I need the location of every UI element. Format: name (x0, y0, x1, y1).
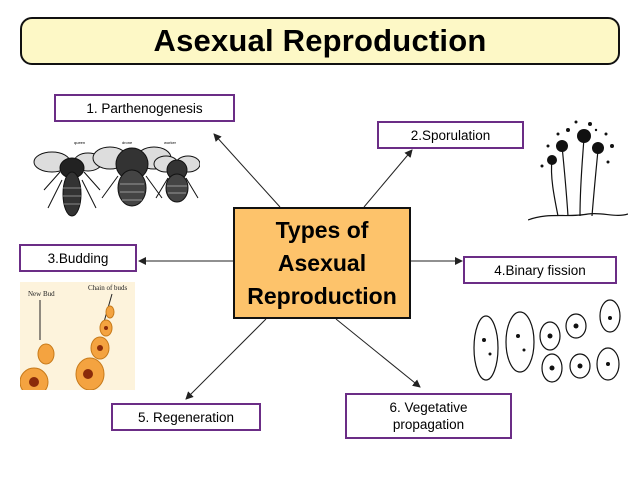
title-text: Asexual Reproduction (153, 23, 487, 58)
budding-label-chain: Chain of buds (88, 284, 128, 292)
worker-bee-icon (153, 155, 200, 203)
bee-label-queen: queen (74, 140, 85, 145)
queen-bee-icon (33, 151, 103, 217)
label-sporulation: 2.Sporulation (377, 121, 524, 149)
drone-bee-icon (92, 146, 172, 207)
label-vegetative-propagation: 6. Vegetative propagation (345, 393, 512, 439)
budding-illustration: New Bud Chain of buds (20, 282, 135, 390)
label-budding: 3.Budding (19, 244, 137, 272)
center-topic-box: Types of Asexual Reproduction (233, 207, 411, 319)
arrow-regeneration (185, 318, 267, 400)
arrow-sporulation (363, 149, 413, 208)
sporulation-illustration (528, 120, 628, 221)
label-parthenogenesis: 1. Parthenogenesis (54, 94, 235, 122)
title-banner: Asexual Reproduction (20, 17, 620, 65)
label-regeneration: 5. Regeneration (111, 403, 261, 431)
arrow-vegetative (335, 318, 421, 388)
center-line-1: Types of (275, 216, 369, 243)
center-line-2: Asexual (277, 249, 367, 276)
bee-label-drone: drone (122, 140, 133, 145)
sporangia-icon (540, 120, 614, 168)
bee-label-worker: worker (164, 140, 177, 145)
amoeba-cells-icon (473, 299, 621, 383)
label-binary-fission: 4.Binary fission (463, 256, 617, 284)
arrow-parthenogenesis (213, 133, 281, 208)
bees-illustration: queen drone worker (33, 140, 200, 217)
center-line-3: Reproduction (247, 282, 397, 309)
binary-fission-illustration (473, 299, 621, 383)
budding-label-new-bud: New Bud (28, 290, 55, 298)
